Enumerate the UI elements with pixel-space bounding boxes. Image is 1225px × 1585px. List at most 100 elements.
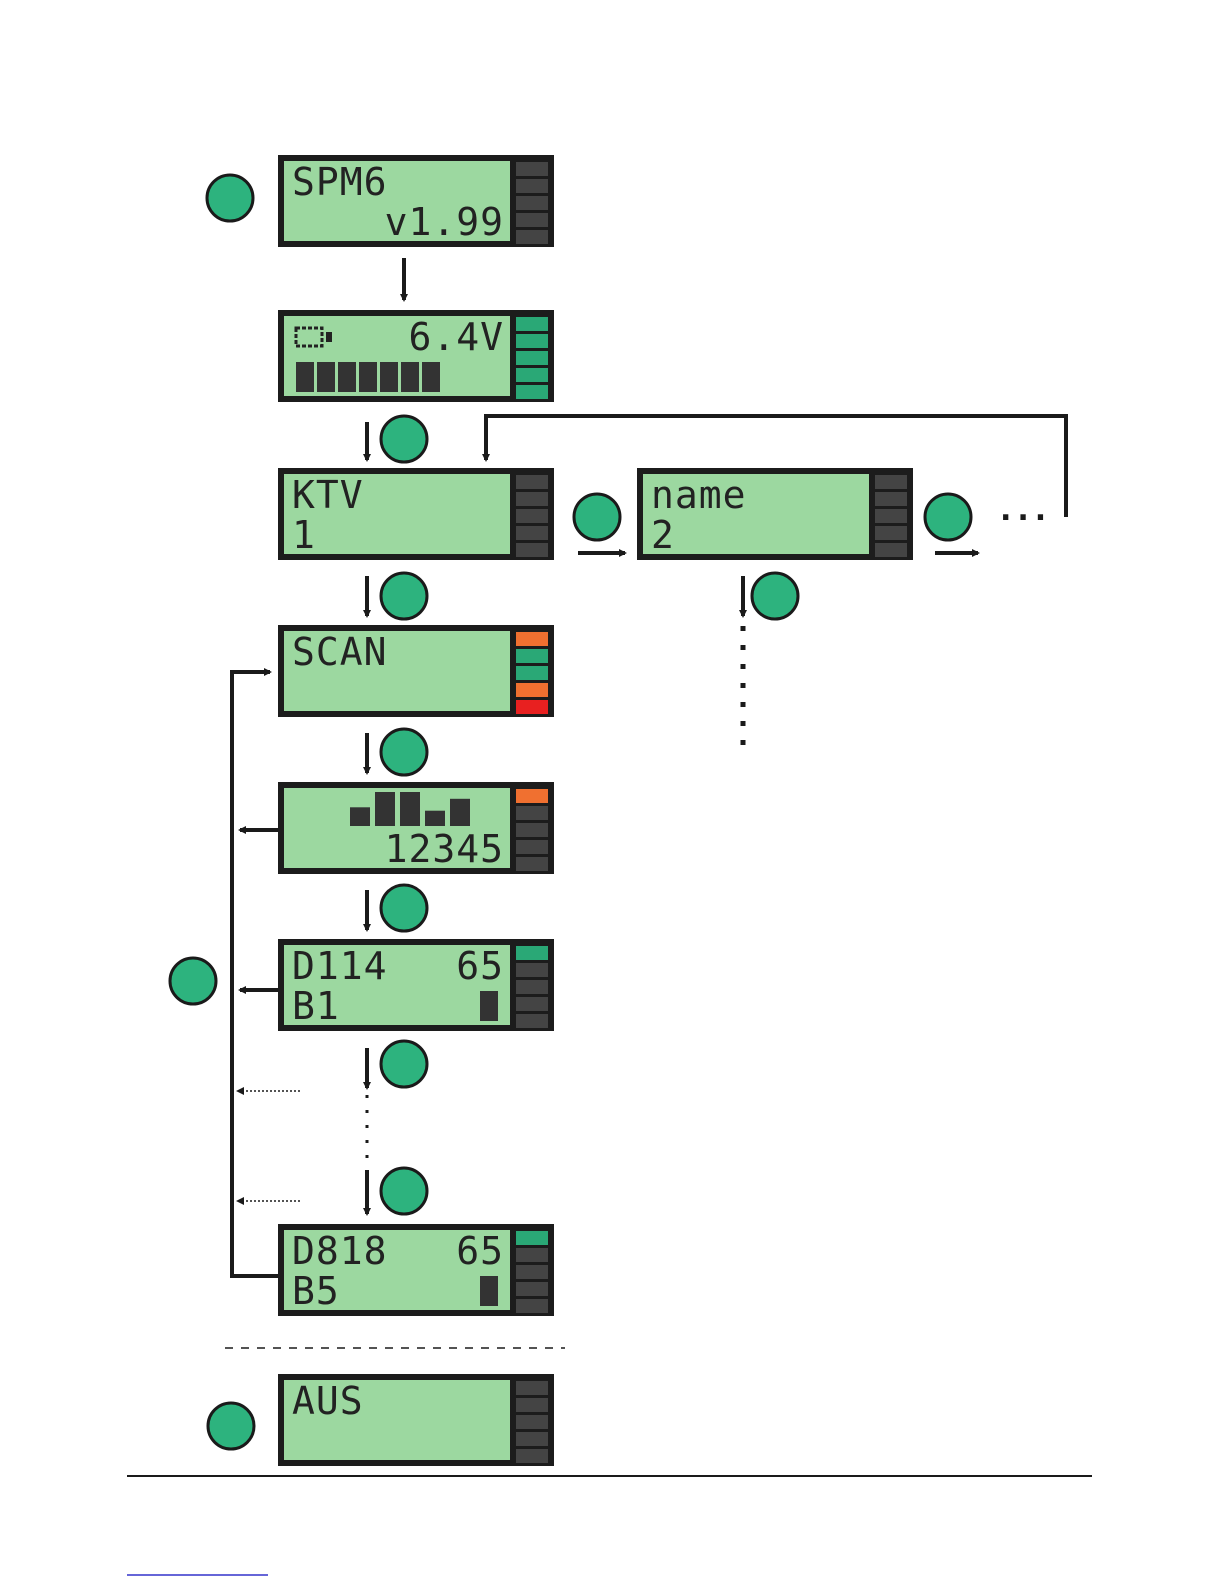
led-indicator [516, 492, 548, 506]
led-indicator [516, 1432, 548, 1446]
battery-level-block [359, 362, 377, 392]
lcd-text: v1.99 [385, 200, 504, 244]
channel-level-bar [425, 811, 445, 826]
connector-lines [232, 258, 1066, 1276]
led-indicator [516, 179, 548, 193]
menu-button-icon[interactable] [381, 1168, 427, 1214]
led-indicator [875, 526, 907, 540]
led-indicator [516, 1415, 548, 1429]
led-indicator [516, 543, 548, 557]
lcd-text: 65 [456, 944, 504, 988]
lcd-text: 12345 [385, 827, 504, 871]
led-indicator [516, 385, 548, 399]
menu-button-icon[interactable] [207, 175, 253, 221]
battery-level-block [401, 362, 419, 392]
led-indicator [875, 492, 907, 506]
battery-level-block [296, 362, 314, 392]
led-indicator [516, 980, 548, 994]
led-indicator [516, 840, 548, 854]
led-indicator [516, 1282, 548, 1296]
channel-level-bar [450, 799, 470, 826]
menu-button-icon[interactable] [925, 494, 971, 540]
led-indicator [516, 997, 548, 1011]
lcd-text: B1 [292, 984, 340, 1028]
lcd-screen-battery: 6.4V [278, 310, 554, 402]
menu-button-icon[interactable] [381, 885, 427, 931]
menu-button-icon[interactable] [752, 573, 798, 619]
lcd-screen-channels: 12345 [278, 782, 554, 874]
channel-level-bar [400, 792, 420, 826]
lcd-text: D818 [292, 1229, 388, 1273]
led-indicator [516, 526, 548, 540]
lcd-text: B5 [292, 1269, 340, 1313]
channel-level-bar [375, 792, 395, 826]
led-indicator [516, 351, 548, 365]
lcd-text: AUS [292, 1379, 364, 1423]
battery-level-block [422, 362, 440, 392]
led-indicator [516, 230, 548, 244]
led-indicator [875, 509, 907, 523]
lcd-text: 1 [292, 513, 316, 557]
led-indicator [516, 1231, 548, 1245]
led-indicator [516, 509, 548, 523]
led-indicator [516, 1248, 548, 1262]
led-indicator [516, 368, 548, 382]
signal-block [480, 1276, 498, 1306]
led-indicator [516, 1449, 548, 1463]
connector-path [232, 672, 278, 1276]
led-indicator [516, 162, 548, 176]
battery-level-block [380, 362, 398, 392]
menu-button-icon[interactable] [208, 1403, 254, 1449]
led-indicator [516, 649, 548, 663]
lcd-text: 6.4V [408, 315, 504, 359]
menu-button-icon[interactable] [381, 729, 427, 775]
lcd-text: KTV [292, 473, 364, 517]
led-indicator [516, 1014, 548, 1028]
led-indicator [516, 1398, 548, 1412]
lcd-text: SPM6 [292, 160, 388, 204]
led-indicator [516, 632, 548, 646]
led-indicator [516, 1299, 548, 1313]
battery-level-block [317, 362, 335, 392]
menu-button-icon[interactable] [170, 958, 216, 1004]
led-indicator [516, 1265, 548, 1279]
led-indicator [516, 946, 548, 960]
menu-button-icon[interactable] [574, 494, 620, 540]
led-indicator [516, 666, 548, 680]
lcd-text: 2 [651, 513, 675, 557]
lcd-screen-scan: SCAN [278, 625, 554, 717]
led-indicator [875, 475, 907, 489]
led-indicator [516, 963, 548, 977]
lcd-screen-aus: AUS [278, 1374, 554, 1466]
menu-button-icon[interactable] [381, 573, 427, 619]
led-indicator [875, 543, 907, 557]
led-indicator [516, 213, 548, 227]
led-indicator [516, 857, 548, 871]
led-indicator [516, 700, 548, 714]
menu-button-icon[interactable] [381, 416, 427, 462]
led-indicator [516, 789, 548, 803]
channel-level-bar [350, 807, 370, 826]
battery-level-block [338, 362, 356, 392]
lcd-text: D114 [292, 944, 388, 988]
lcd-text: 65 [456, 1229, 504, 1273]
led-indicator [516, 196, 548, 210]
led-indicator [516, 334, 548, 348]
menu-button-icon[interactable] [381, 1041, 427, 1087]
led-indicator [516, 475, 548, 489]
lcd-text: SCAN [292, 630, 388, 674]
led-indicator [516, 683, 548, 697]
led-indicator [516, 823, 548, 837]
ellipsis-text: ... [1000, 493, 1052, 528]
led-indicator [516, 806, 548, 820]
signal-block [480, 991, 498, 1021]
led-indicator [516, 317, 548, 331]
lcd-text: name [651, 473, 747, 517]
